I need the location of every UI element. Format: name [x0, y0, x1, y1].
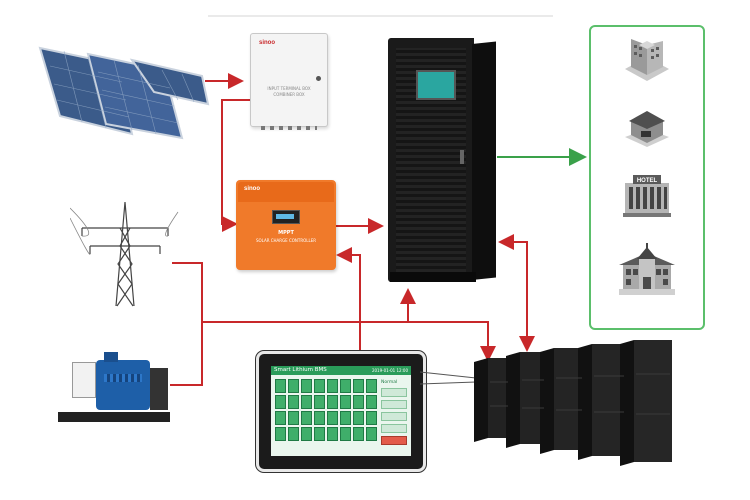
cell-tile — [314, 395, 325, 409]
arrow-combiner-to-controller — [221, 99, 252, 232]
cell-tile — [327, 411, 338, 425]
bms-cell-grid — [275, 379, 377, 449]
monitor-link — [420, 371, 477, 385]
cell-tile — [366, 427, 377, 441]
cell-tile — [314, 379, 325, 393]
hotel-icon: HOTEL — [623, 175, 671, 217]
cell-tile — [340, 411, 351, 425]
bms-menu-button[interactable] — [381, 388, 407, 397]
bms-title-bar: Smart Lithium BMS 2019-01-01 12:00 — [271, 366, 411, 375]
cell-tile — [314, 411, 325, 425]
line-generator-to-bus — [170, 322, 203, 386]
cell-tile — [288, 411, 299, 425]
ups-screen — [416, 70, 456, 100]
cell-tile — [301, 411, 312, 425]
cell-tile — [301, 379, 312, 393]
bms-menu-button[interactable] — [381, 424, 407, 433]
cell-tile — [275, 379, 286, 393]
cell-tile — [366, 411, 377, 425]
power-tower-icon — [70, 201, 179, 307]
controller-display — [272, 210, 300, 224]
combiner-brand: sinoo — [259, 40, 275, 46]
solar-panel-icon — [38, 46, 210, 140]
bms-screen: Smart Lithium BMS 2019-01-01 12:00 — [271, 366, 411, 456]
controller-model: MPPT — [278, 230, 294, 236]
cell-tile — [275, 427, 286, 441]
ups-cabinet-icon — [388, 38, 496, 282]
combiner-caption: INPUT TERMINAL BOX COMBINER BOX — [267, 86, 311, 97]
loads-panel: HOTEL — [589, 25, 705, 330]
cell-tile — [327, 427, 338, 441]
cell-tile — [340, 427, 351, 441]
arrow-grid-to-ups — [172, 262, 416, 323]
hotel-sign: HOTEL — [637, 178, 658, 184]
cell-tile — [288, 427, 299, 441]
bms-title: Smart Lithium BMS — [274, 367, 327, 373]
bms-menu-button[interactable] — [381, 412, 407, 421]
combiner-glands — [261, 126, 317, 130]
cell-tile — [301, 395, 312, 409]
bms-status: Normal — [381, 380, 398, 385]
combiner-lock-icon — [316, 76, 321, 81]
arrow-battery-to-controller — [336, 247, 361, 350]
bms-alarm-button[interactable] — [381, 436, 407, 445]
cell-tile — [353, 411, 364, 425]
diesel-generator-icon — [58, 352, 170, 422]
arrow-battery-ups-link — [498, 234, 535, 352]
cell-tile — [366, 379, 377, 393]
cell-tile — [353, 427, 364, 441]
cell-tile — [301, 427, 312, 441]
combiner-box: sinoo INPUT TERMINAL BOX COMBINER BOX — [250, 33, 328, 130]
bms-datetime: 2019-01-01 12:00 — [371, 368, 408, 373]
arrow-bus-to-battery — [408, 321, 496, 362]
cell-tile — [275, 395, 286, 409]
cell-tile — [327, 379, 338, 393]
cell-tile — [353, 379, 364, 393]
cell-tile — [288, 379, 299, 393]
cell-tile — [275, 411, 286, 425]
controller-caption: SOLAR CHARGE CONTROLLER — [255, 238, 317, 243]
cell-tile — [340, 395, 351, 409]
cell-tile — [288, 395, 299, 409]
bms-side-buttons: Normal — [381, 380, 407, 445]
bms-menu-button[interactable] — [381, 400, 407, 409]
cell-tile — [366, 395, 377, 409]
school-icon — [619, 243, 675, 295]
cell-tile — [340, 379, 351, 393]
house-icon — [625, 111, 669, 147]
controller-brand: sinoo — [244, 186, 260, 192]
office-building-icon — [625, 39, 669, 81]
battery-rack-icon — [474, 340, 672, 466]
mppt-controller: sinoo MPPT SOLAR CHARGE CONTROLLER — [236, 180, 336, 270]
bms-monitor: Smart Lithium BMS 2019-01-01 12:00 — [256, 351, 426, 472]
cell-tile — [327, 395, 338, 409]
cell-tile — [353, 395, 364, 409]
cell-tile — [314, 427, 325, 441]
